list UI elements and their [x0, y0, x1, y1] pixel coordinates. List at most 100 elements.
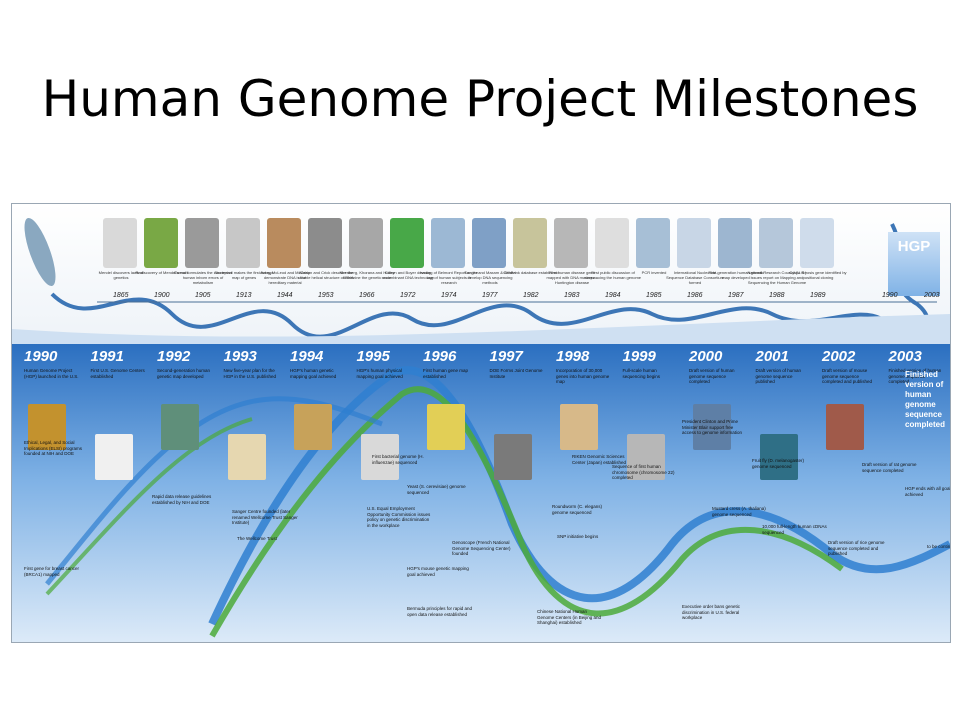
milestone-image: [693, 404, 731, 450]
milestone-thumbnail: [677, 218, 711, 268]
milestone-caption: Watson and Crick describe the double hel…: [298, 270, 354, 280]
project-note: First gene for breast cancer (BRCA1) map…: [24, 566, 80, 577]
milestone-thumbnail: [636, 218, 670, 268]
milestone-year: 1905: [195, 292, 211, 299]
project-note: Sanger Centre founded (later renamed Wel…: [232, 509, 298, 525]
milestone-thumbnail: [267, 218, 301, 268]
project-note: HGP's mouse genetic mapping goal achieve…: [407, 566, 469, 577]
project-milestone-text: Draft version of human genome sequence c…: [689, 368, 735, 384]
milestone-caption: Cystic fibrosis gene identified by posit…: [789, 270, 847, 280]
project-milestone-text: Finished version of human genome sequenc…: [888, 368, 942, 384]
project-note: Draft version of rice genome sequence co…: [828, 540, 885, 556]
milestone-year: 1990: [882, 292, 898, 299]
milestone-thumbnail: [759, 218, 793, 268]
milestone-year: 1985: [646, 292, 662, 299]
milestone-year: 1988: [769, 292, 785, 299]
milestone-thumbnail: [308, 218, 342, 268]
project-note: Rapid data release guidelines establishe…: [152, 494, 212, 505]
milestone-image: [626, 434, 665, 480]
milestone-year: 1953: [318, 292, 334, 299]
milestone-year: 1913: [236, 292, 252, 299]
project-milestone-text: New five-year plan for the HGP in the U.…: [223, 368, 276, 379]
milestone-year: 2003: [924, 292, 940, 299]
milestone-thumbnail: [226, 218, 260, 268]
project-note: Genoscope (French National Genome Sequen…: [452, 540, 511, 556]
project-note: Chinese National Human Genome Centers (i…: [537, 609, 602, 625]
project-year: 1995: [356, 348, 390, 365]
project-milestone-text: First human gene map established: [423, 368, 469, 379]
milestone-image: [560, 404, 598, 450]
project-milestone-text: Draft version of mouse genome sequence c…: [822, 368, 873, 384]
project-year: 1996: [423, 348, 457, 365]
project-note: Yeast (S. cerevisiae) genome sequenced: [407, 484, 466, 495]
milestone-caption: First public discussion of sequencing th…: [584, 270, 642, 280]
milestone-image: [227, 434, 266, 480]
milestone-caption: GenBank database established: [503, 270, 559, 275]
milestone-image: [94, 434, 133, 480]
milestone-caption: Sturtevant makes the first linkage map o…: [214, 270, 274, 280]
milestone-image: [493, 434, 532, 480]
milestone-year: 1972: [400, 292, 416, 299]
project-year: 1993: [223, 348, 257, 365]
milestone-year: 1987: [728, 292, 744, 299]
project-milestone-text: Second-generation human genetic map deve…: [157, 368, 211, 379]
milestone-year: 1900: [154, 292, 170, 299]
project-note: Ethical, Legal, and Social Implications …: [24, 440, 83, 456]
milestone-caption: National Research Council (U.S.) issues …: [747, 270, 807, 285]
milestone-thumbnail: [431, 218, 465, 268]
project-note: SNP initiative begins: [557, 534, 599, 539]
project-milestone-text: HGP's human genetic mapping goal achieve…: [290, 368, 337, 379]
project-note: First bacterial genome (H. influenzae) s…: [372, 454, 424, 465]
project-note: Mustard cress (A. thaliana) genome seque…: [712, 506, 766, 517]
milestone-caption: First-generation human genetic map devel…: [708, 270, 764, 280]
milestone-image: [759, 434, 798, 480]
project-note: HGP ends with all goals achieved: [905, 486, 951, 497]
slide-title: Human Genome Project Milestones: [41, 70, 919, 128]
project-milestone-text: DOE Forms Joint Genome Institute: [489, 368, 543, 379]
milestone-thumbnail: [144, 218, 178, 268]
project-note: President Clinton and Prime Minister Bla…: [682, 419, 743, 435]
project-note: Draft version of rat genome sequence com…: [862, 462, 917, 473]
milestone-thumbnail: [554, 218, 588, 268]
project-year: 2001: [755, 348, 789, 365]
milestone-year: 1944: [277, 292, 293, 299]
project-year: 1999: [622, 348, 656, 365]
project-note: RIKEN Genomic Sciences Center (Japan) es…: [572, 454, 627, 465]
milestone-thumbnail: [103, 218, 137, 268]
project-milestone-text: Draft version of human genome sequence p…: [755, 368, 802, 384]
project-year: 1998: [556, 348, 590, 365]
project-milestone-text: HGP's human physical mapping goal achiev…: [356, 368, 403, 379]
milestone-caption: Mendel discovers laws of genetics: [98, 270, 144, 280]
milestone-year: 1977: [482, 292, 498, 299]
milestone-thumbnail: [595, 218, 629, 268]
project-milestone-text: First U.S. Genome Centers established: [90, 368, 145, 379]
milestone-image: [427, 404, 465, 450]
milestone-thumbnail: [513, 218, 547, 268]
milestone-year: 1989: [810, 292, 826, 299]
project-note: Bermuda principles for rapid and open da…: [407, 606, 473, 617]
project-year: 1991: [90, 348, 124, 365]
milestone-year: 1986: [687, 292, 703, 299]
project-year: 2000: [689, 348, 723, 365]
project-note: Fruit fly (D. melanogaster) genome seque…: [752, 458, 805, 469]
milestone-caption: First human disease gene mapped with DNA…: [546, 270, 598, 285]
milestone-caption: Issuing of Belmont Report on the use of …: [419, 270, 479, 285]
project-year: 2002: [822, 348, 856, 365]
project-milestone-text: Incorporation of 30,000 genes into human…: [556, 368, 610, 384]
project-milestone-text: Full-scale human sequencing begins: [622, 368, 661, 379]
milestone-thumbnail: [390, 218, 424, 268]
project-year: 1994: [290, 348, 324, 365]
dna-helix-graphic: [45, 366, 950, 638]
project-note: to be continued...: [927, 544, 951, 549]
milestone-thumbnail: [718, 218, 752, 268]
milestone-caption: Rediscovery of Mendel's work: [135, 270, 189, 275]
project-note: U.S. Equal Employment Opportunity Commis…: [367, 506, 431, 528]
milestone-year: 1974: [441, 292, 457, 299]
project-note: 10,000 full-length human cDNAs sequenced: [762, 524, 827, 535]
project-year: 2003: [888, 348, 922, 365]
milestone-thumbnail: [185, 218, 219, 268]
project-milestone-text: Human Genome Project (HGP) launched in t…: [24, 368, 79, 379]
